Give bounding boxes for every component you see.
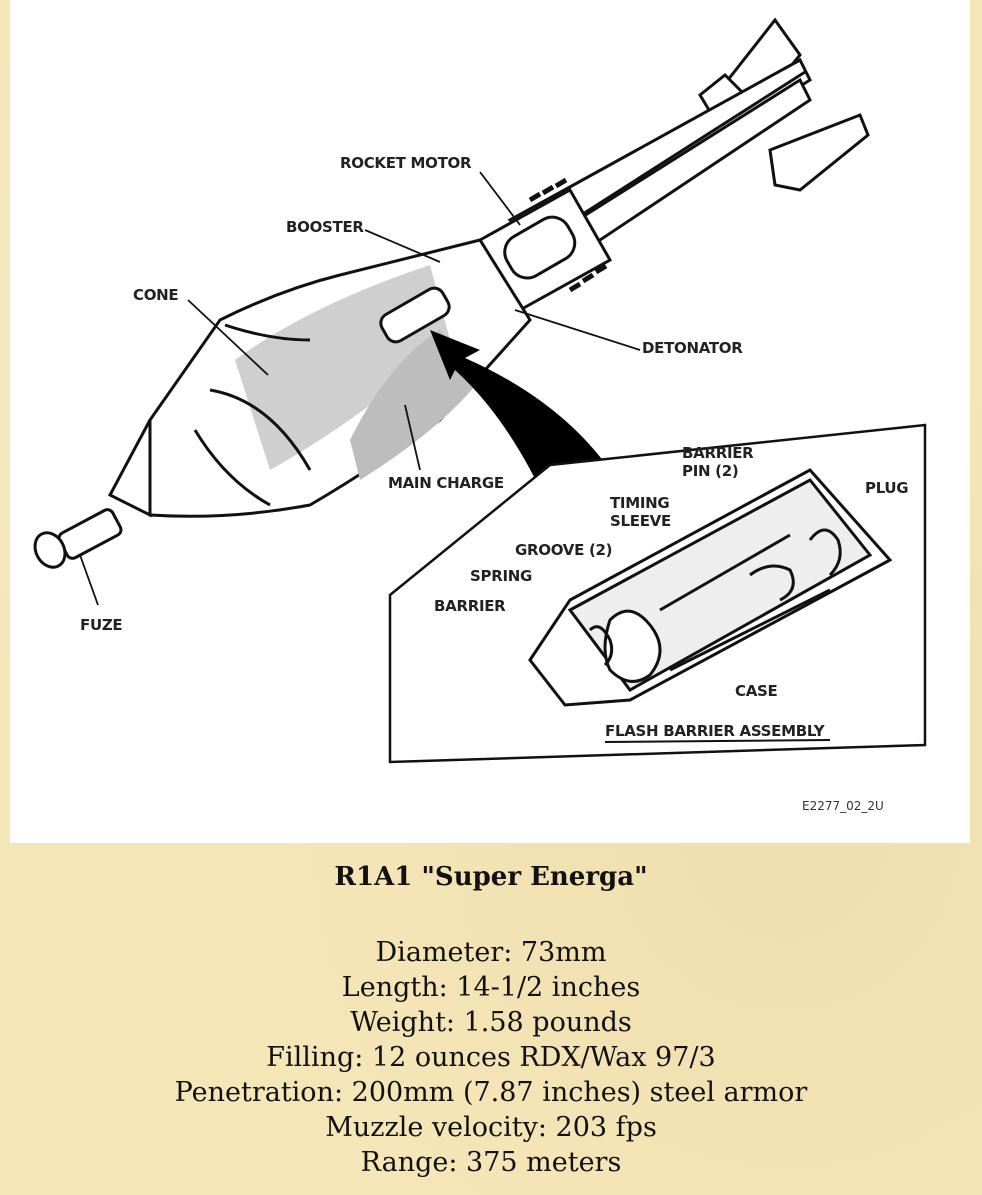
label-timing: TIMING	[610, 494, 669, 512]
figure-panel: ROCKET MOTOR BOOSTER CONE DETONATOR MAIN…	[10, 0, 970, 843]
label-plug: PLUG	[865, 479, 908, 497]
spec-filling: Filling: 12 ounces RDX/Wax 97/3	[266, 1042, 716, 1073]
tail-fins	[698, 17, 870, 192]
label-main-charge: MAIN CHARGE	[388, 474, 504, 492]
label-barrier-pin: BARRIER	[682, 444, 754, 462]
label-groove: GROOVE (2)	[515, 541, 612, 559]
grenade-diagram: ROCKET MOTOR BOOSTER CONE DETONATOR MAIN…	[33, 17, 927, 813]
spec-range: Range: 375 meters	[360, 1147, 622, 1178]
caption-title: R1A1 "Super Energa"	[334, 862, 648, 892]
label-rocket-motor: ROCKET MOTOR	[340, 154, 472, 172]
figure-code: E2277_02_2U	[802, 799, 884, 813]
fuze-nose	[33, 419, 152, 569]
spec-diameter: Diameter: 73mm	[375, 937, 607, 968]
spec-muzzle-velocity: Muzzle velocity: 203 fps	[325, 1112, 657, 1143]
flash-barrier-assembly	[528, 468, 893, 707]
label-barrier: BARRIER	[434, 597, 506, 615]
spec-weight: Weight: 1.58 pounds	[350, 1007, 632, 1038]
label-fuze: FUZE	[80, 616, 122, 634]
label-sleeve: SLEEVE	[610, 512, 671, 530]
label-detonator: DETONATOR	[642, 339, 743, 357]
spec-list: Diameter: 73mm Length: 14-1/2 inches Wei…	[0, 935, 982, 1180]
spec-length: Length: 14-1/2 inches	[341, 972, 641, 1003]
label-booster: BOOSTER	[286, 218, 364, 236]
detonator-part	[379, 286, 451, 344]
label-case: CASE	[735, 682, 778, 700]
spec-penetration: Penetration: 200mm (7.87 inches) steel a…	[174, 1077, 808, 1108]
label-cone: CONE	[133, 286, 178, 304]
label-spring: SPRING	[470, 567, 532, 585]
label-flash-barrier-assembly: FLASH BARRIER ASSEMBLY	[605, 722, 826, 740]
label-barrier-pin-2: PIN (2)	[682, 462, 738, 480]
flash-barrier-underline	[604, 739, 831, 743]
